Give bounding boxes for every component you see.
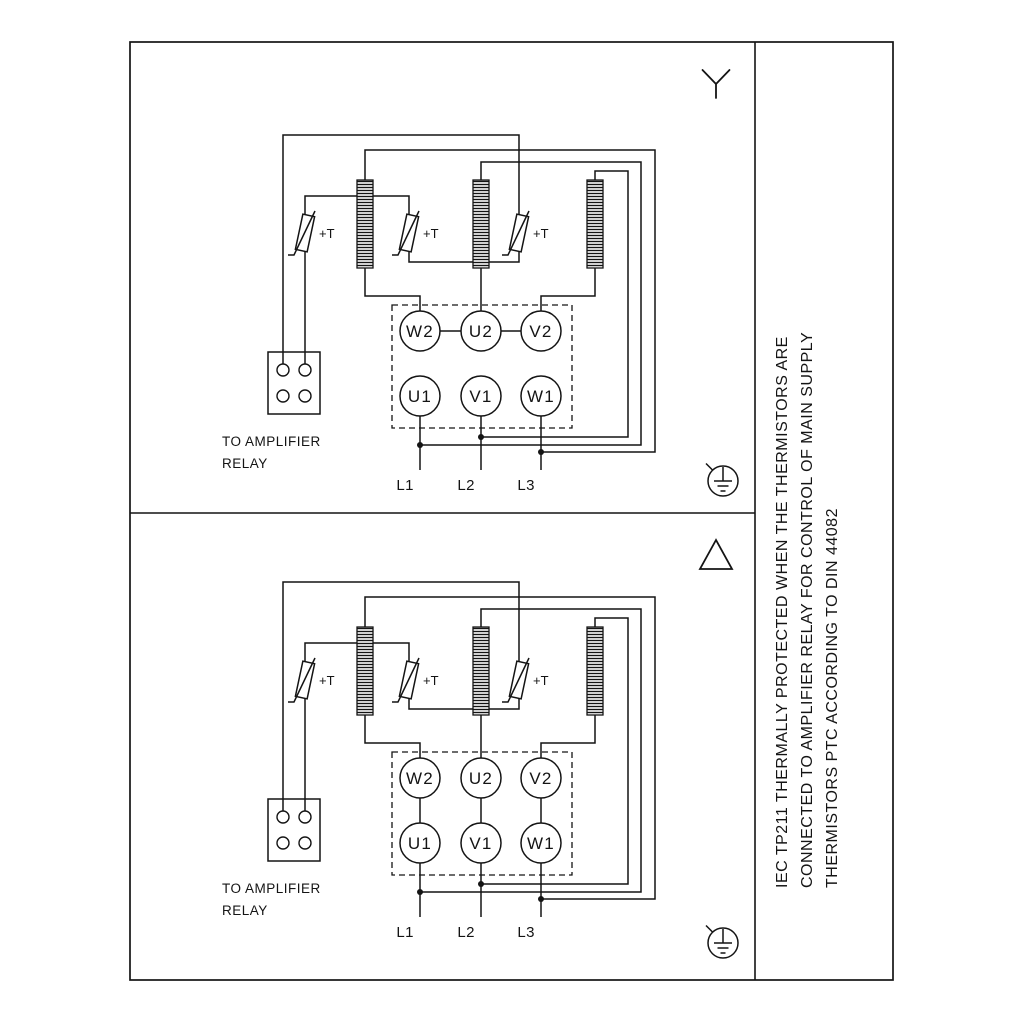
relay-terminal bbox=[276, 363, 290, 377]
junction-dot bbox=[417, 442, 423, 448]
junction-dot bbox=[538, 449, 544, 455]
relay-terminal bbox=[276, 836, 290, 850]
supply-line-label-L2: L2 bbox=[457, 477, 475, 494]
motor-winding bbox=[356, 179, 374, 269]
relay-note-line-1: TO AMPLIFIER bbox=[222, 434, 321, 449]
terminal-label-W1: W1 bbox=[527, 387, 555, 406]
junction-dot bbox=[417, 889, 423, 895]
terminal-label-V2: V2 bbox=[529, 322, 552, 341]
earth-symbols bbox=[705, 462, 739, 959]
diagram-frame bbox=[129, 41, 894, 981]
relay-note-line-2: RELAY bbox=[222, 903, 268, 918]
wire bbox=[420, 608, 642, 893]
relay-note-line-2: RELAY bbox=[222, 456, 268, 471]
relay-terminal bbox=[276, 810, 290, 824]
terminal-label-V2: V2 bbox=[529, 769, 552, 788]
relay-terminal bbox=[276, 389, 290, 403]
terminal-label-U2: U2 bbox=[469, 322, 493, 341]
thermistor-strike bbox=[502, 657, 530, 703]
thermistor-label: +T bbox=[319, 673, 335, 688]
wire bbox=[481, 170, 629, 438]
wire bbox=[540, 268, 596, 311]
terminal-W1 bbox=[520, 822, 562, 864]
thermistor-strike bbox=[288, 657, 316, 703]
protective-earth-icon bbox=[705, 462, 739, 497]
thermistor-strike bbox=[288, 210, 316, 256]
motor-winding bbox=[356, 626, 374, 716]
terminal-label-U1: U1 bbox=[408, 834, 432, 853]
side-note-line-3: THERMISTORS PTC ACCORDING TO DIN 44082 bbox=[824, 508, 841, 888]
thermistor-label: +T bbox=[423, 226, 439, 241]
terminal-label-U1: U1 bbox=[408, 387, 432, 406]
terminal-U1 bbox=[399, 822, 441, 864]
side-note-line-1: IEC TP211 THERMALLY PROTECTED WHEN THE T… bbox=[774, 336, 791, 888]
wire bbox=[408, 251, 520, 263]
thermistor-strike bbox=[502, 210, 530, 256]
terminal-V1 bbox=[460, 375, 502, 417]
terminal-label-V1: V1 bbox=[469, 387, 492, 406]
side-note: IEC TP211 THERMALLY PROTECTED WHEN THE T… bbox=[774, 332, 841, 888]
wire bbox=[364, 715, 421, 758]
terminal-board bbox=[391, 751, 573, 876]
amplifier-relay-box bbox=[267, 798, 321, 862]
junction-dot bbox=[538, 896, 544, 902]
terminal-V1 bbox=[460, 822, 502, 864]
terminal-U1 bbox=[399, 375, 441, 417]
terminal-U2 bbox=[460, 310, 502, 352]
wire bbox=[540, 715, 596, 758]
terminal-label-V1: V1 bbox=[469, 834, 492, 853]
wire bbox=[282, 581, 520, 811]
supply-line-label-L3: L3 bbox=[517, 924, 535, 941]
terminal-label-W1: W1 bbox=[527, 834, 555, 853]
side-note-line-2: CONNECTED TO AMPLIFIER RELAY FOR CONTROL… bbox=[799, 332, 816, 888]
wire bbox=[364, 268, 421, 311]
wire bbox=[408, 698, 520, 710]
relay-terminal bbox=[298, 363, 312, 377]
relay-note-line-1: TO AMPLIFIER bbox=[222, 881, 321, 896]
supply-line-label-L1: L1 bbox=[396, 477, 414, 494]
motor-winding bbox=[586, 626, 604, 716]
thermistor-label: +T bbox=[533, 673, 549, 688]
motor-winding bbox=[472, 179, 490, 269]
wire bbox=[481, 617, 629, 885]
terminal-label-W2: W2 bbox=[406, 322, 434, 341]
terminal-W2 bbox=[399, 757, 441, 799]
terminal-board bbox=[391, 304, 573, 429]
junction-dot bbox=[478, 434, 484, 440]
wire bbox=[364, 149, 656, 453]
thermistor-strike bbox=[392, 210, 420, 256]
terminal-label-W2: W2 bbox=[406, 769, 434, 788]
thermistor-strike bbox=[392, 657, 420, 703]
motor-winding bbox=[472, 626, 490, 716]
star-connection-icon bbox=[701, 69, 731, 99]
relay-terminal bbox=[298, 810, 312, 824]
terminal-W1 bbox=[520, 375, 562, 417]
delta-connection-icon bbox=[698, 538, 734, 570]
terminal-W2 bbox=[399, 310, 441, 352]
relay-terminal bbox=[298, 836, 312, 850]
thermistor-label: +T bbox=[319, 226, 335, 241]
motor-winding bbox=[586, 179, 604, 269]
supply-line-label-L3: L3 bbox=[517, 477, 535, 494]
supply-line-label-L1: L1 bbox=[396, 924, 414, 941]
terminal-U2 bbox=[460, 757, 502, 799]
thermistor-label: +T bbox=[423, 673, 439, 688]
wire bbox=[364, 596, 656, 900]
junction-dot bbox=[478, 881, 484, 887]
amplifier-relay-box bbox=[267, 351, 321, 415]
protective-earth-icon bbox=[705, 924, 739, 959]
supply-line-label-L2: L2 bbox=[457, 924, 475, 941]
relay-terminal bbox=[298, 389, 312, 403]
wire bbox=[282, 134, 520, 364]
terminal-V2 bbox=[520, 310, 562, 352]
terminal-V2 bbox=[520, 757, 562, 799]
wire bbox=[420, 161, 642, 446]
terminal-label-U2: U2 bbox=[469, 769, 493, 788]
thermistor-label: +T bbox=[533, 226, 549, 241]
